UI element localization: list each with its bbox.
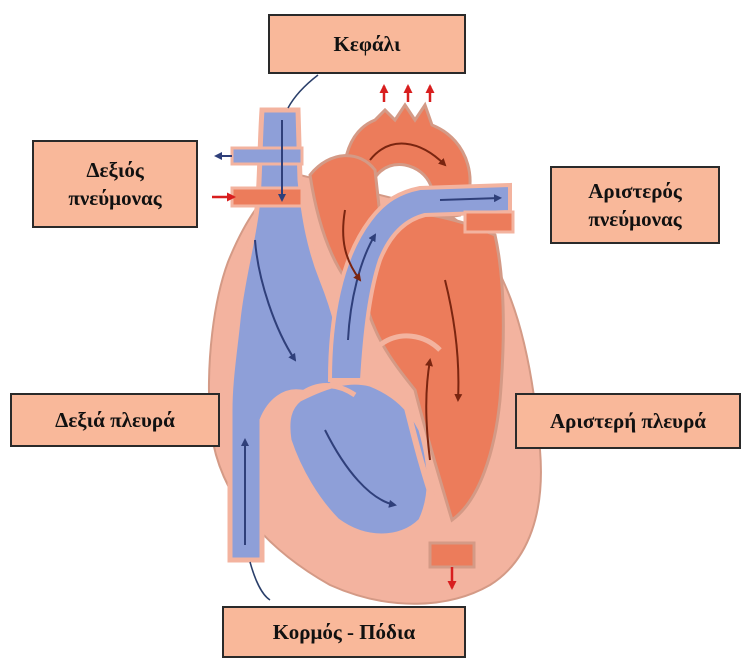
right-pulmonary-artery: [232, 148, 302, 164]
label-right-lung: Δεξιός πνεύμονας: [32, 140, 198, 228]
label-left-lung-line1: Αριστερός: [588, 177, 682, 205]
guide-line-top: [288, 75, 318, 108]
label-body-legs: Κορμός - Πόδια: [222, 606, 466, 658]
label-right-lung-line1: Δεξιός: [86, 156, 143, 184]
label-right-lung-line2: πνεύμονας: [68, 184, 161, 212]
guide-line-bottom: [250, 562, 270, 600]
label-left-lung: Αριστερός πνεύμονας: [550, 166, 720, 244]
label-body-legs-text: Κορμός - Πόδια: [273, 618, 415, 646]
label-right-side: Δεξιά πλευρά: [10, 393, 220, 447]
label-right-side-text: Δεξιά πλευρά: [55, 406, 175, 434]
label-left-side-text: Αριστερή πλευρά: [550, 407, 706, 435]
descending-aorta: [430, 543, 474, 567]
label-left-lung-line2: πνεύμονας: [588, 205, 681, 233]
label-head-text: Κεφάλι: [334, 30, 401, 58]
label-head: Κεφάλι: [268, 14, 466, 74]
left-pulmonary-vein: [465, 212, 513, 232]
right-pulmonary-vein: [232, 188, 302, 206]
label-left-side: Αριστερή πλευρά: [515, 393, 741, 449]
